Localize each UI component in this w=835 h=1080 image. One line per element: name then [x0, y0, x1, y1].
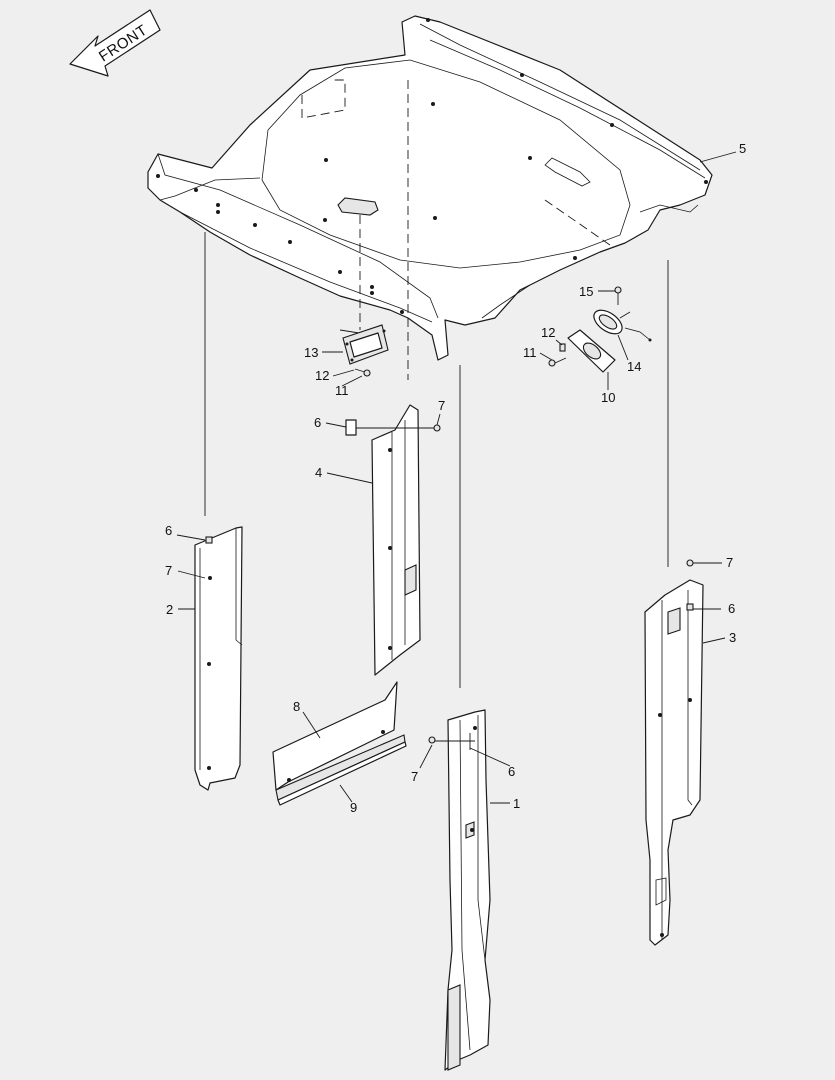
- assembly-guide-lines: [204, 80, 669, 688]
- callout-6-right: 6: [728, 601, 735, 616]
- callout-12-left: 12: [315, 368, 329, 383]
- callout-11-left: 11: [335, 383, 349, 398]
- callout-labels: 1 2 3 4 5 6 6 6 6 7 7 7 7 8 9 10 11 11 1…: [165, 141, 746, 815]
- speaker: [593, 309, 652, 342]
- screw-11-left: [354, 368, 371, 377]
- seal-strip-9: [275, 734, 407, 806]
- callout-2: 2: [166, 602, 173, 617]
- callout-8: 8: [293, 699, 300, 714]
- speaker-ring: [567, 329, 616, 373]
- screw-7-lower: [428, 736, 475, 744]
- callout-10: 10: [601, 390, 615, 405]
- callout-12-right: 12: [541, 325, 555, 340]
- clip-12-right: [559, 343, 566, 352]
- callout-7-lower: 7: [411, 769, 418, 784]
- callout-7-left: 7: [165, 563, 172, 578]
- center-trim-panel-4: [371, 404, 421, 676]
- callout-11-right: 11: [523, 345, 537, 360]
- callout-14: 14: [627, 359, 641, 374]
- callout-4: 4: [315, 465, 322, 480]
- callout-13: 13: [304, 345, 318, 360]
- screw-7-center: [433, 424, 441, 432]
- clip-6-center: [345, 419, 436, 436]
- callout-6-left: 6: [165, 523, 172, 538]
- screw-7-right: [686, 559, 694, 567]
- radio-bezel: [342, 324, 389, 365]
- callout-1: 1: [513, 796, 520, 811]
- callout-6-center: 6: [314, 415, 321, 430]
- clip-6-left: [205, 536, 213, 544]
- callout-3: 3: [729, 630, 736, 645]
- rear-pillar-trim-3: [644, 579, 704, 946]
- right-pillar-trim-1: [444, 709, 491, 1071]
- headliner-panel: [147, 15, 713, 361]
- callout-6-lower: 6: [508, 764, 515, 779]
- callout-9: 9: [350, 800, 357, 815]
- callout-7-center: 7: [438, 398, 445, 413]
- callout-5: 5: [739, 141, 746, 156]
- screw-15: [614, 286, 622, 305]
- callout-15: 15: [579, 284, 593, 299]
- callout-leaders: [176, 151, 737, 804]
- callout-7-right: 7: [726, 555, 733, 570]
- front-direction-arrow: FRONT: [69, 9, 161, 77]
- clip-6-right: [686, 603, 694, 611]
- screw-11-right: [548, 357, 567, 367]
- left-pillar-trim-2: [194, 526, 243, 791]
